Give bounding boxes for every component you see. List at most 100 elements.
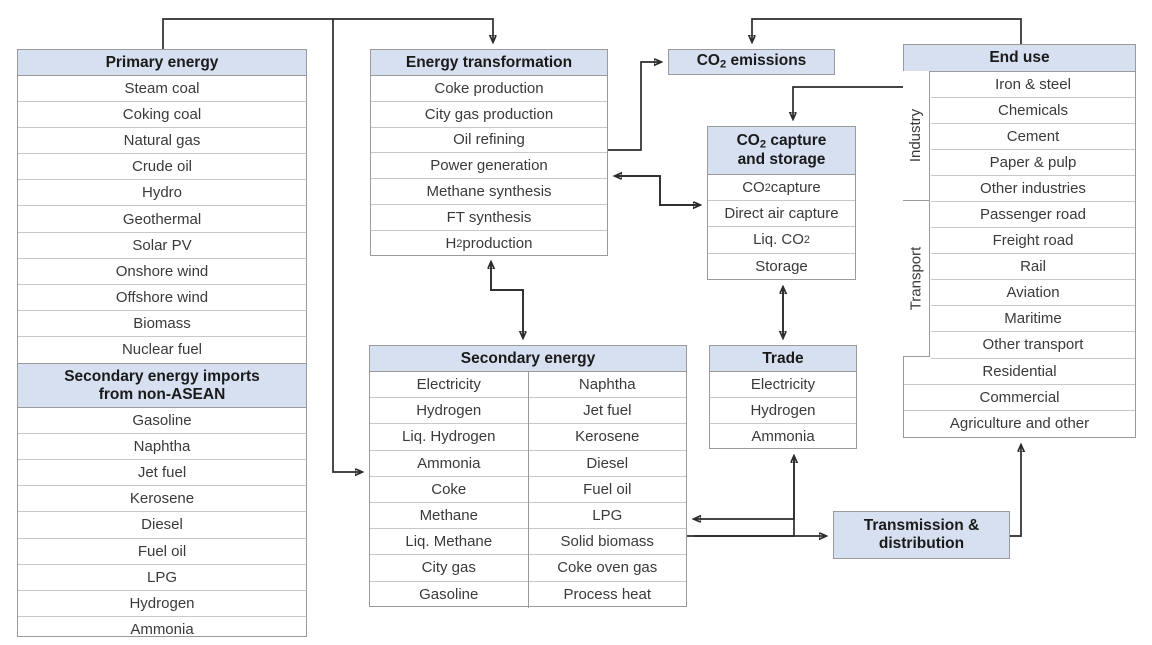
- primary-energy-item: Coking coal: [18, 102, 306, 129]
- trade-item: Electricity: [710, 372, 856, 398]
- secondary-energy-item: Diesel: [528, 451, 686, 477]
- end-use-industry-item: Other industries: [931, 176, 1135, 203]
- energy-transformation-item: Methane synthesis: [371, 179, 607, 205]
- secondary-energy-item: Hydrogen: [370, 398, 528, 425]
- primary-energy-import-item: LPG: [18, 565, 306, 591]
- co2-emissions-label: CO2 emissions: [696, 52, 807, 71]
- end-use-transport-item: Passenger road: [931, 202, 1135, 229]
- transport-label: Transport: [907, 246, 925, 311]
- primary-energy-item: Biomass: [18, 311, 306, 337]
- primary-energy-item: Solar PV: [18, 233, 306, 259]
- trade-item: Hydrogen: [710, 398, 856, 424]
- wire-trade-to-secondary: [694, 456, 795, 519]
- wire-secondary-to-trade: [694, 456, 794, 537]
- secondary-energy-item: Liq. Methane: [370, 529, 528, 556]
- ccs-header-line-1: CO2 capture: [736, 132, 827, 151]
- secondary-energy-item: Electricity: [370, 372, 528, 399]
- primary-energy-item: Nuclear fuel: [121, 341, 203, 359]
- secondary-energy-item: Ammonia: [370, 451, 528, 477]
- primary-energy-import-item: Fuel oil: [18, 539, 306, 565]
- end-use-group-industry: Industry: [903, 71, 930, 201]
- industry-label: Industry: [907, 108, 925, 163]
- primary-energy-item: Onshore wind: [18, 259, 306, 285]
- primary-energy-item: Natural gas: [18, 128, 306, 155]
- ccs-item: Direct air capture: [708, 201, 855, 228]
- wire-enduse-to-ccs: [793, 86, 903, 119]
- secondary-energy-item: Gasoline: [419, 586, 479, 604]
- primary-energy-item: Steam coal: [18, 76, 306, 103]
- end-use-other-item: Agriculture and other: [949, 415, 1090, 433]
- secondary-energy-item: Liq. Hydrogen: [370, 424, 528, 451]
- wire-transmission-to-enduse: [1010, 445, 1021, 537]
- energy-transformation-item: Oil refining: [371, 128, 607, 154]
- end-use-transport-item: Rail: [931, 254, 1135, 281]
- end-use-industry-item: Cement: [931, 124, 1135, 151]
- end-use-transport-item: Maritime: [931, 306, 1135, 333]
- primary-energy-item: Hydro: [18, 180, 306, 207]
- secondary-energy-header: Secondary energy: [370, 346, 686, 372]
- secondary-energy-item: Methane: [370, 503, 528, 530]
- primary-energy-import-item: Naphtha: [18, 434, 306, 461]
- ccs-header: CO2 capture and storage: [708, 127, 855, 175]
- ccs-item: Storage: [755, 258, 808, 276]
- energy-transformation-item: City gas production: [371, 102, 607, 128]
- transmission-line-2: distribution: [878, 535, 965, 552]
- ccs-header-line-2: and storage: [737, 151, 826, 169]
- primary-energy-import-item: Hydrogen: [18, 591, 306, 617]
- energy-transformation-header: Energy transformation: [371, 50, 607, 76]
- secondary-energy-item: Fuel oil: [528, 477, 686, 503]
- secondary-energy-item: Coke oven gas: [528, 555, 686, 582]
- secondary-energy-item: LPG: [528, 503, 686, 530]
- wire-primary-to-secondary: [332, 19, 362, 472]
- primary-energy-header: Primary energy: [18, 50, 306, 76]
- end-use-transport-item: Freight road: [931, 228, 1135, 255]
- end-use-industry-item: Paper & pulp: [931, 150, 1135, 177]
- primary-energy-import-item: Diesel: [18, 512, 306, 539]
- primary-energy-import-item: Ammonia: [130, 621, 194, 639]
- end-use-industry-item: Iron & steel: [931, 72, 1135, 99]
- co2-emissions-block: CO2 emissions: [668, 49, 835, 75]
- end-use-transport-item: Aviation: [931, 280, 1135, 307]
- primary-energy-item: Crude oil: [18, 154, 306, 181]
- primary-energy-subheader: Secondary energy imports from non-ASEAN: [18, 363, 306, 409]
- transmission-distribution-block: Transmission & distribution: [833, 511, 1010, 559]
- wire-transformation-secondary-up: [491, 262, 524, 338]
- trade-item: Ammonia: [751, 427, 815, 445]
- secondary-energy-item: Jet fuel: [528, 398, 686, 425]
- end-use-group-transport: Transport: [903, 201, 930, 357]
- energy-transformation-item: Power generation: [371, 153, 607, 180]
- primary-energy-item: Geothermal: [18, 206, 306, 233]
- secondary-energy-item: City gas: [370, 555, 528, 582]
- wire-transformation-to-ccs: [615, 175, 700, 205]
- primary-energy-item: Offshore wind: [18, 285, 306, 311]
- energy-transformation-item: FT synthesis: [371, 205, 607, 231]
- transmission-line-1: Transmission &: [863, 517, 980, 535]
- wire-primary-to-transformation: [162, 18, 493, 49]
- primary-energy-import-item: Kerosene: [18, 486, 306, 513]
- wire-transformation-secondary-down: [490, 262, 523, 338]
- end-use-header: End use: [904, 45, 1135, 72]
- wire-ccs-to-transformation: [615, 176, 700, 206]
- wire-enduse-to-co2emissions: [752, 18, 1022, 44]
- wire-powergen-to-co2emissions: [608, 62, 661, 151]
- end-use-other-item: Residential: [904, 359, 1135, 385]
- primary-energy-import-item: Jet fuel: [18, 460, 306, 487]
- subheader-line-2: from non-ASEAN: [98, 385, 226, 403]
- trade-header: Trade: [710, 346, 856, 372]
- energy-transformation-item: Coke production: [371, 76, 607, 102]
